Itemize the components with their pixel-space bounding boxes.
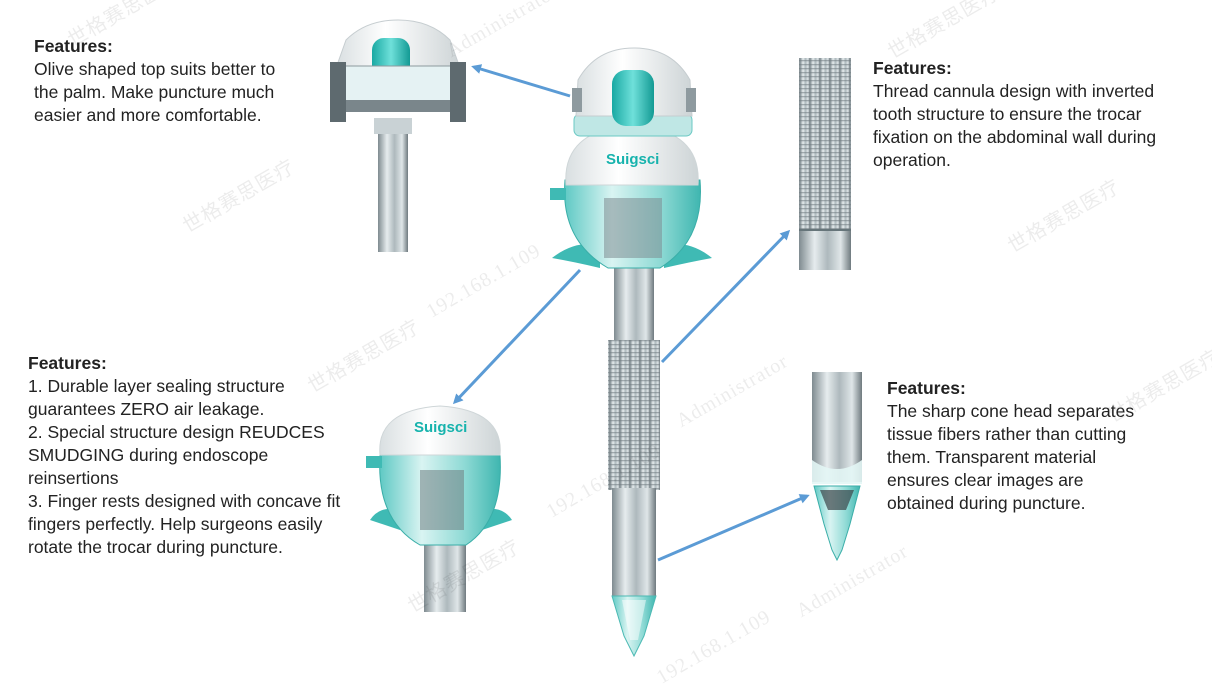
feature-line: fingers perfectly. Help surgeons easily [28, 514, 323, 534]
feature-heading: Features: [887, 378, 966, 398]
feature-heading: Features: [34, 36, 113, 56]
olive-top-detail-image [330, 19, 466, 252]
feature-block-olive-top: Features: Olive shaped top suits better … [34, 35, 324, 127]
feature-block-thread-cannula: Features: Thread cannula design with inv… [873, 57, 1208, 172]
feature-line: guarantees ZERO air leakage. [28, 399, 265, 419]
feature-heading: Features: [873, 58, 952, 78]
feature-line: tissue fibers rather than cutting [887, 424, 1127, 444]
feature-line: 3. Finger rests designed with concave fi… [28, 491, 341, 511]
trocar-main-image: Suigsci [550, 47, 712, 658]
brand-logo-detail: Suigsci [414, 419, 467, 436]
arrow-to-seal-housing [452, 268, 582, 405]
brand-logo: Suigsci [606, 151, 659, 168]
feature-line: obtained during puncture. [887, 493, 1086, 513]
feature-line: 1. Durable layer sealing structure [28, 376, 285, 396]
feature-line: rotate the trocar during puncture. [28, 537, 283, 557]
feature-block-seal-housing: Features: 1. Durable layer sealing struc… [28, 352, 378, 559]
feature-line: Olive shaped top suits better to [34, 59, 276, 79]
feature-line: operation. [873, 150, 951, 170]
feature-line: easier and more comfortable. [34, 105, 262, 125]
feature-line: the palm. Make puncture much [34, 82, 275, 102]
feature-heading: Features: [28, 353, 107, 373]
callout-arrows [452, 64, 810, 562]
feature-line: them. Transparent material [887, 447, 1097, 467]
arrow-to-olive-top [471, 64, 571, 98]
feature-line: 2. Special structure design REUDCES [28, 422, 325, 442]
feature-line: The sharp cone head separates [887, 401, 1135, 421]
feature-block-cone-tip: Features: The sharp cone head separates … [887, 377, 1187, 515]
thread-cannula-detail-image [799, 58, 851, 270]
seal-housing-detail-image: Suigsci [366, 405, 512, 612]
feature-line: reinsertions [28, 468, 119, 488]
feature-line: tooth structure to ensure the trocar [873, 104, 1142, 124]
cone-tip-detail-image [812, 372, 862, 562]
arrow-to-thread-cannula [660, 229, 791, 364]
feature-line: Thread cannula design with inverted [873, 81, 1155, 101]
feature-line: SMUDGING during endoscope [28, 445, 269, 465]
arrow-to-cone-tip [657, 494, 810, 562]
feature-line: ensures clear images are [887, 470, 1084, 490]
feature-line: fixation on the abdominal wall during [873, 127, 1157, 147]
